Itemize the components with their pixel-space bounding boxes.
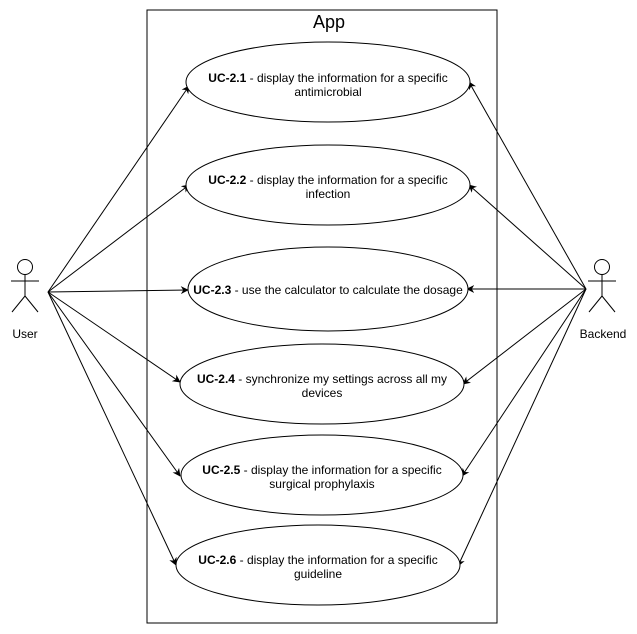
use-case-id: UC-2.6	[198, 553, 236, 567]
use-case-text-line2: guideline	[294, 567, 342, 581]
use-case-ellipse	[180, 434, 464, 516]
system-title: App	[313, 12, 345, 32]
use-case-uc-2-4[interactable]: UC-2.4 - synchronize my settings across …	[179, 343, 465, 425]
association-arrow-user-1	[47, 85, 190, 293]
association-arrow-backend-6	[457, 288, 587, 567]
use-case-ellipse	[185, 41, 471, 123]
use-case-id: UC-2.2	[208, 173, 246, 187]
use-case-uc-2-5[interactable]: UC-2.5 - display the information for a s…	[180, 434, 464, 516]
use-case-text-line2: infection	[306, 187, 351, 201]
use-case-id: UC-2.1	[208, 71, 246, 85]
stick-figure-icon	[11, 259, 39, 313]
svg-text:UC-2.5 - display the informati: UC-2.5 - display the information for a s…	[202, 463, 441, 477]
association-arrow-user-3	[47, 286, 189, 295]
association-arrow-backend-1	[468, 81, 587, 290]
svg-text:UC-2.3 - use the calculator to: UC-2.3 - use the calculator to calculate…	[193, 283, 463, 297]
use-case-text: - synchronize my settings across all my	[235, 372, 447, 386]
association-arrow-user-6	[47, 291, 177, 566]
use-case-text-line2: devices	[302, 386, 343, 400]
use-case-ellipse	[187, 246, 469, 332]
actor-label: User	[12, 327, 37, 341]
association-arrow-user-4	[47, 291, 181, 383]
association-arrow-backend-4	[462, 288, 587, 385]
use-case-text-line2: antimicrobial	[294, 85, 361, 99]
use-case-id: UC-2.3	[193, 283, 231, 297]
association-arrow-backend-5	[461, 288, 587, 477]
use-case-ellipse	[175, 524, 461, 606]
use-case-text: - display the information for a specific	[236, 553, 437, 567]
use-case-ellipse	[185, 144, 471, 226]
use-case-id: UC-2.5	[202, 463, 240, 477]
use-case-uc-2-6[interactable]: UC-2.6 - display the information for a s…	[175, 524, 461, 606]
svg-text:UC-2.6 - display the informati: UC-2.6 - display the information for a s…	[198, 553, 437, 567]
stick-figure-icon	[588, 259, 616, 313]
use-case-text: - display the information for a specific	[246, 71, 447, 85]
use-case-text-line2: surgical prophylaxis	[269, 477, 374, 491]
association-arrow-user-5	[47, 291, 181, 477]
associations	[47, 81, 587, 567]
use-case-uc-2-3[interactable]: UC-2.3 - use the calculator to calculate…	[187, 246, 469, 332]
svg-text:UC-2.4 - synchronize my settin: UC-2.4 - synchronize my settings across …	[197, 372, 447, 386]
use-case-id: UC-2.4	[197, 372, 235, 386]
use-case-ellipse	[179, 343, 465, 425]
association-arrow-user-2	[47, 184, 190, 293]
association-arrow-backend-2	[468, 184, 587, 290]
use-case-uc-2-2[interactable]: UC-2.2 - display the information for a s…	[185, 144, 471, 226]
actor-user[interactable]: User	[11, 259, 39, 342]
actor-label: Backend	[580, 327, 627, 341]
svg-text:UC-2.2 - display the informati: UC-2.2 - display the information for a s…	[208, 173, 447, 187]
use-case-text: - use the calculator to calculate the do…	[231, 283, 463, 297]
svg-text:UC-2.1 - display the informati: UC-2.1 - display the information for a s…	[208, 71, 447, 85]
actor-backend[interactable]: Backend	[580, 259, 627, 342]
use-case-uc-2-1[interactable]: UC-2.1 - display the information for a s…	[185, 41, 471, 123]
use-case-text: - display the information for a specific	[246, 173, 447, 187]
use-case-text: - display the information for a specific	[240, 463, 441, 477]
use-cases: UC-2.1 - display the information for a s…	[175, 41, 471, 606]
